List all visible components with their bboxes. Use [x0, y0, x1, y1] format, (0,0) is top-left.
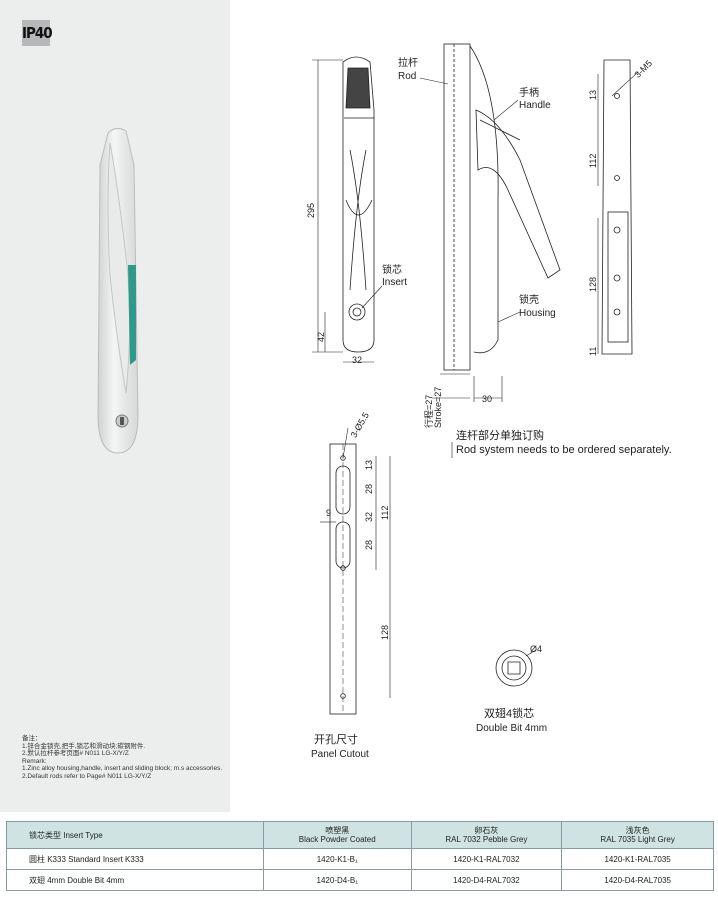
- dim-42: 42: [316, 331, 326, 342]
- phi4-dim: Ø4: [530, 644, 543, 654]
- note-cn: 连杆部分单独订购: [456, 430, 544, 442]
- dim-295: 295: [306, 202, 316, 218]
- cutout-9: 9: [326, 508, 332, 518]
- technical-drawing: [312, 43, 639, 715]
- dim-13: 13: [588, 89, 598, 100]
- bit-title-cn: 双翅4锁芯: [484, 708, 535, 720]
- cell: 1420-D4-RAL7035: [561, 869, 714, 891]
- dim-112: 112: [588, 153, 598, 168]
- remark-line: 2.默认拉杆参考页面# N011 LG-X/Y/Z: [22, 750, 129, 758]
- cell: 1420-K1-B₁: [262, 848, 412, 870]
- cell: 1420-D4-RAL7032: [410, 869, 563, 891]
- dim-30: 30: [482, 394, 493, 404]
- cutout-title-en: Panel Cutout: [311, 749, 369, 760]
- ip-rating-badge: IP40: [22, 20, 53, 46]
- remarks: 备注： 1.锌合金锁壳,把手,锁芯和滑动块;碳钢附件. 2.默认拉杆参考页面# …: [22, 735, 222, 781]
- housing-label-cn: 锁壳: [519, 295, 539, 306]
- cell: 圆柱 K333 Standard Insert K333: [6, 848, 264, 870]
- remark-line: 备注：: [22, 735, 42, 742]
- stroke-label: 行程=27 Stroke=27: [424, 386, 443, 428]
- dim-128: 128: [588, 276, 598, 292]
- header-insert-type: 锁芯类型 Insert Type: [6, 821, 264, 849]
- table-row: 圆柱 K333 Standard Insert K333 1420-K1-B₁ …: [6, 848, 714, 870]
- cutout-13: 13: [364, 459, 374, 470]
- housing-label-en: Housing: [519, 308, 556, 319]
- note-en: Rod system needs to be ordered separatel…: [456, 444, 672, 456]
- cutout-title-cn: 开孔尺寸: [314, 734, 358, 746]
- cell: 双翅 4mm Double Bit 4mm: [6, 869, 264, 891]
- rod-label-en: Rod: [398, 71, 417, 82]
- remark-line: 1.锌合金锁壳,把手,锁芯和滑动块;碳钢附件.: [22, 742, 146, 750]
- dim-11: 11: [588, 346, 598, 356]
- product-photo: [97, 127, 139, 454]
- cell: 1420-K1-RAL7032: [410, 848, 563, 870]
- cutout-112: 112: [380, 505, 390, 520]
- remark-line: Remark:: [22, 757, 47, 765]
- cell: 1420-K1-RAL7035: [561, 848, 714, 870]
- remark-line: 1.Zinc alloy housing,handle, insert and …: [22, 765, 223, 773]
- cutout-32: 32: [364, 511, 374, 522]
- table-row: 双翅 4mm Double Bit 4mm 1420-D4-B₁ 1420-D4…: [6, 869, 714, 891]
- cutout-128: 128: [380, 624, 390, 640]
- dim-32: 32: [352, 355, 363, 365]
- rod-order-note: 连杆部分单独订购 Rod system needs to be ordered …: [456, 429, 672, 457]
- bit-title-en: Double Bit 4mm: [476, 723, 548, 734]
- cell: 1420-D4-B₁: [262, 869, 412, 891]
- handle-label-en: Handle: [519, 100, 551, 111]
- handle-label-cn: 手柄: [519, 88, 539, 99]
- cutout-28b: 28: [364, 539, 374, 550]
- insert-label-en: Insert: [382, 277, 408, 288]
- remark-line: 2.Default rods refer to Page# N011 LG-X/…: [22, 772, 152, 780]
- insert-label-cn: 锁芯: [382, 265, 402, 276]
- rod-label-cn: 拉杆: [398, 58, 418, 69]
- cutout-28a: 28: [364, 483, 374, 494]
